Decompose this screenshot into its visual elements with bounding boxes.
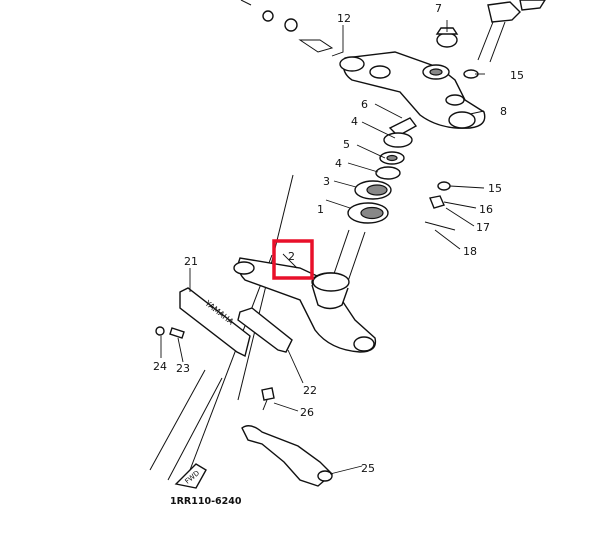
fwd-mark: FWD [174, 463, 207, 489]
part-label-17: 17 [476, 221, 490, 234]
part-label-1: 1 [317, 203, 324, 216]
part-label-8: 8 [500, 105, 507, 118]
upper-bracket [339, 51, 486, 129]
part-label-2: 2 [288, 250, 295, 263]
leader-lines [160, 20, 485, 475]
part-label-15b: 15 [488, 182, 502, 195]
handlebar-stem [477, 0, 546, 63]
part-label-26: 26 [300, 406, 314, 419]
part-label-25: 25 [361, 462, 375, 475]
part-label-24: 24 [153, 360, 167, 373]
brand-plate: YAMAHA [179, 287, 251, 358]
part-label-22: 22 [303, 384, 317, 397]
part-label-7: 7 [435, 2, 442, 15]
part-label-21: 21 [184, 255, 198, 268]
bearing-stack [312, 117, 418, 292]
bracket-22 [237, 307, 293, 353]
part-label-15a: 15 [510, 69, 524, 82]
part-label-4a: 4 [335, 157, 342, 170]
highlight-box [272, 239, 314, 280]
bolts [155, 326, 275, 411]
lower-bracket [233, 257, 377, 353]
part-label-18: 18 [463, 245, 477, 258]
part-label-12: 12 [337, 12, 351, 25]
headlight-stay [241, 425, 334, 487]
part-label-23: 23 [176, 362, 190, 375]
part-label-4b: 4 [351, 115, 358, 128]
part-labels: 1 2 3 4 5 4 6 7 8 12 15 15 16 17 18 21 2… [153, 2, 524, 475]
catalog-code: 1RR110-6240 [170, 496, 242, 507]
part-label-6: 6 [361, 98, 368, 111]
part-label-3: 3 [323, 175, 330, 188]
part-label-16: 16 [479, 203, 493, 216]
part-label-5: 5 [343, 138, 350, 151]
